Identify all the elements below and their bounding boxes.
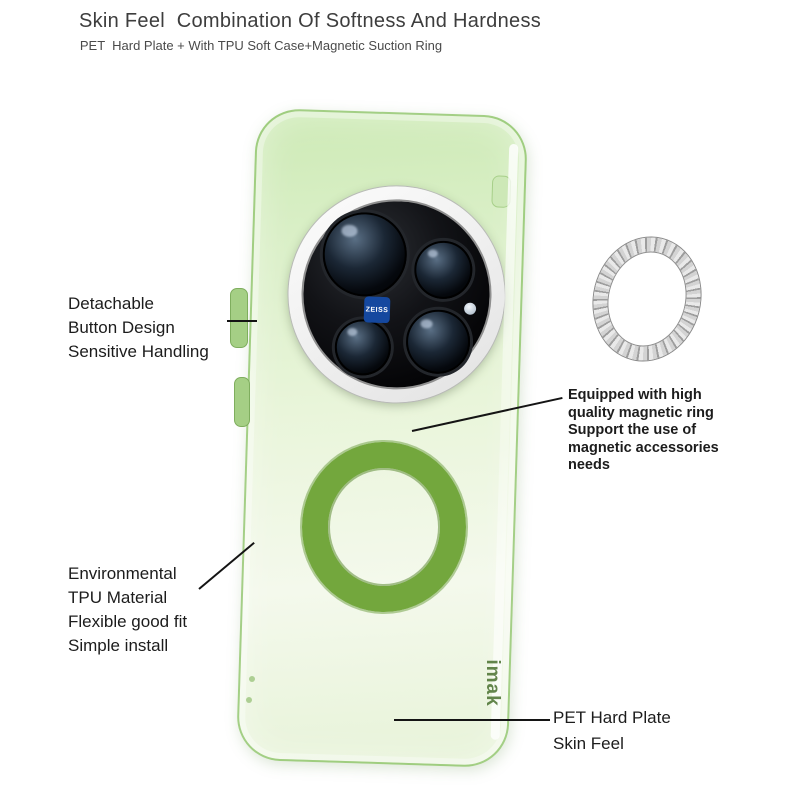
magnetic-ring-green	[302, 442, 466, 612]
leader-line-button	[227, 320, 257, 322]
callout-pet-plate: PET Hard Plate Skin Feel	[553, 708, 671, 753]
case-corner-tab	[491, 175, 512, 208]
callout-button-design: Detachable Button Design Sensitive Handl…	[68, 294, 209, 361]
camera-lens-large	[321, 211, 409, 298]
camera-lens-bottom-right	[405, 308, 472, 375]
brand-logo: imak	[482, 659, 503, 707]
port-hole	[246, 697, 252, 703]
volume-button	[230, 288, 248, 348]
camera-lens-top-right	[413, 239, 474, 300]
power-button	[234, 377, 250, 427]
port-hole	[249, 676, 255, 682]
leader-line-pet	[394, 719, 550, 721]
magnetic-ring-silver-hole	[597, 242, 697, 356]
page-title: Skin Feel Combination Of Softness And Ha…	[78, 10, 542, 32]
callout-tpu-material: Environmental TPU Material Flexible good…	[68, 564, 188, 655]
camera-lens-plate: ZEISS	[298, 196, 495, 393]
page-subtitle: PET Hard Plate + With TPU Soft Case+Magn…	[79, 38, 443, 53]
magnetic-ring-silver	[580, 226, 714, 372]
camera-lens-bottom-left	[333, 318, 392, 377]
callout-magnetic-ring: Equipped with high quality magnetic ring…	[568, 387, 719, 473]
flash-sensor-icon	[463, 302, 477, 315]
zeiss-badge: ZEISS	[363, 296, 391, 324]
camera-module: ZEISS	[285, 183, 508, 406]
